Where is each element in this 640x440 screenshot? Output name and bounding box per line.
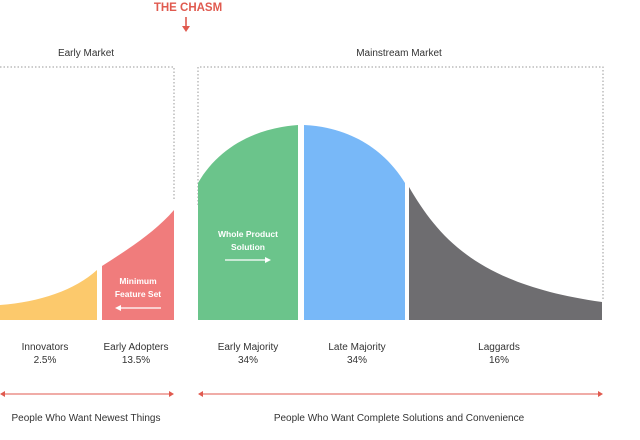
segment-share-innovators: 2.5% [34, 355, 57, 366]
segment-label-late-majority: Late Majority [328, 342, 385, 353]
segment-label-early-adopters: Early Adopters [103, 342, 168, 353]
mvp-callout-line1: Minimum [119, 276, 157, 286]
segment-label-innovators: Innovators [22, 342, 69, 353]
chasm-arrow [182, 17, 190, 32]
segment-share-late-majority: 34% [347, 355, 367, 366]
segment-share-laggards: 16% [489, 355, 509, 366]
early-market-label: Early Market [58, 48, 114, 59]
segment-innovators [0, 270, 97, 320]
segment-share-early-majority: 34% [238, 355, 258, 366]
whole-product-callout-line1: Whole Product [218, 229, 278, 239]
mainstream-market-box [197, 66, 604, 300]
whole-product-right-arrow [225, 257, 271, 263]
segment-share-early-adopters: 13.5% [122, 355, 150, 366]
mainstream-market-label: Mainstream Market [356, 48, 442, 59]
segment-early-adopters [102, 210, 174, 320]
mvp-left-arrow [115, 305, 161, 311]
segment-late-majority [304, 125, 405, 320]
segment-label-laggards: Laggards [478, 342, 520, 353]
segment-laggards [409, 187, 602, 320]
mvp-callout-line2: Feature Set [115, 289, 161, 299]
early-market-box [0, 66, 175, 200]
right-group-range-arrow [198, 391, 603, 397]
chasm-title: THE CHASM [154, 2, 222, 14]
segment-label-early-majority: Early Majority [218, 342, 279, 353]
right-group-label: People Who Want Complete Solutions and C… [274, 413, 525, 424]
left-group-range-arrow [0, 391, 174, 397]
left-group-label: People Who Want Newest Things [12, 413, 161, 424]
whole-product-callout-line2: Solution [231, 242, 265, 252]
segment-early-majority [198, 125, 298, 320]
